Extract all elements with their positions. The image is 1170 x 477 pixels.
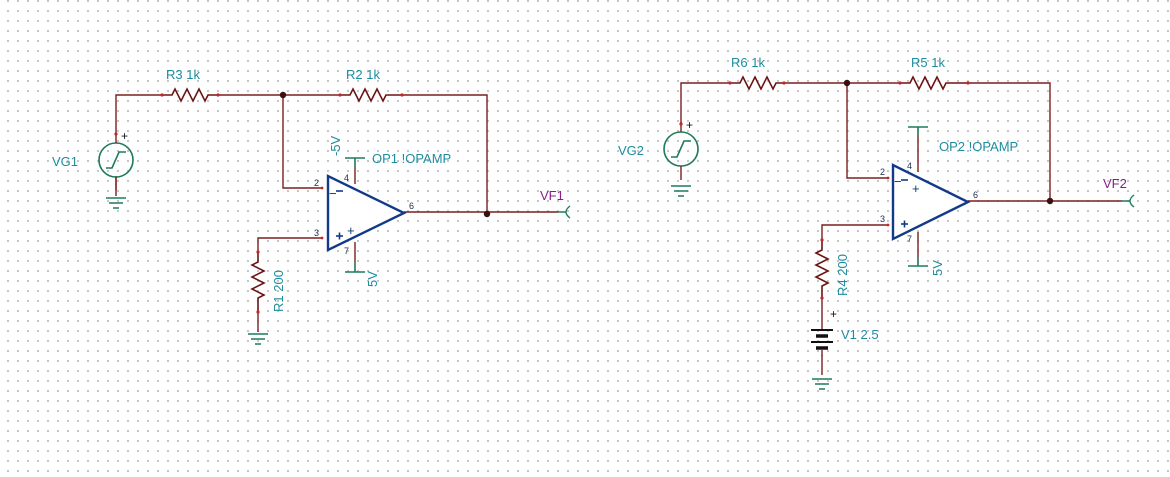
wire-node-to-inv [282,95,322,189]
op2-pin-noninv: 3 [880,214,885,224]
output-vf2[interactable] [1122,194,1135,208]
op2-label: OP2 !OPAMP [939,139,1018,154]
v1-plus: + [830,307,837,321]
wire-r1-to-noninv [257,237,322,252]
op1-minus: − [329,186,337,201]
v1-label: V1 2.5 [841,327,879,342]
source-vg2[interactable] [663,122,699,197]
vf2-label: VF2 [1103,176,1127,191]
wire-r4-to-noninv [821,224,888,240]
r3-label: R3 1k [166,67,200,82]
junction-node-1a [279,91,287,99]
resistor-r4[interactable] [814,238,830,300]
r5-label: R5 1k [911,55,945,70]
source-vg1[interactable] [98,132,134,209]
op1-supply-neg-label: -5V [328,135,343,156]
r4-label: R4 200 [835,254,850,296]
output-vf1[interactable] [558,205,571,219]
junction-node-2b [1046,197,1054,205]
circuit-1: R3 1k R2 1k + VG1 R1 200 [52,67,571,345]
resistor-r2[interactable] [338,87,404,103]
battery-v1[interactable] [811,320,833,390]
vg1-label: VG1 [52,154,78,169]
vg2-plus: + [686,118,693,132]
op1-supply-pos-label: 5V [365,271,380,287]
wire-r2-to-output [402,94,488,214]
op2-pin-inv: 2 [880,167,885,177]
opamp-op2[interactable] [886,126,971,267]
vf1-label: VF1 [540,188,564,203]
op2-pin-out: 6 [973,190,978,200]
r2-label: R2 1k [346,67,380,82]
op1-pin-noninv: 3 [314,228,319,238]
junction-node-2a [843,79,851,87]
resistor-r3[interactable] [160,87,220,103]
circuit-2: R6 1k R5 1k + VG2 R4 200 [618,55,1135,390]
vg1-plus: + [121,129,128,143]
junction-node-1b [483,210,491,218]
op2-supply-pos-label: 5V [930,260,945,276]
op1-pin-neg-supply: 4 [344,173,349,183]
r6-label: R6 1k [731,55,765,70]
vg2-label: VG2 [618,143,644,158]
opamp-op1[interactable] [320,157,407,273]
resistor-r6[interactable] [728,75,786,91]
op1-pin-out: 6 [409,201,414,211]
wire-r5-to-output [968,82,1051,200]
op1-plus: + [347,223,355,238]
op1-label: OP1 !OPAMP [372,151,451,166]
op1-pin-pos-supply: 7 [344,246,349,256]
resistor-r1[interactable] [248,250,268,345]
wire-vg2-top [680,82,730,124]
op2-pin-neg-supply: 4 [907,161,912,171]
op2-pin-pos-supply: 7 [907,234,912,244]
resistor-r5[interactable] [898,75,970,91]
wire-node-to-inv [846,83,888,179]
op2-plus: + [912,181,920,196]
r1-label: R1 200 [271,270,286,312]
wire-vg1-top [115,94,162,132]
op2-minus: − [894,174,902,189]
op1-pin-inv: 2 [314,178,319,188]
